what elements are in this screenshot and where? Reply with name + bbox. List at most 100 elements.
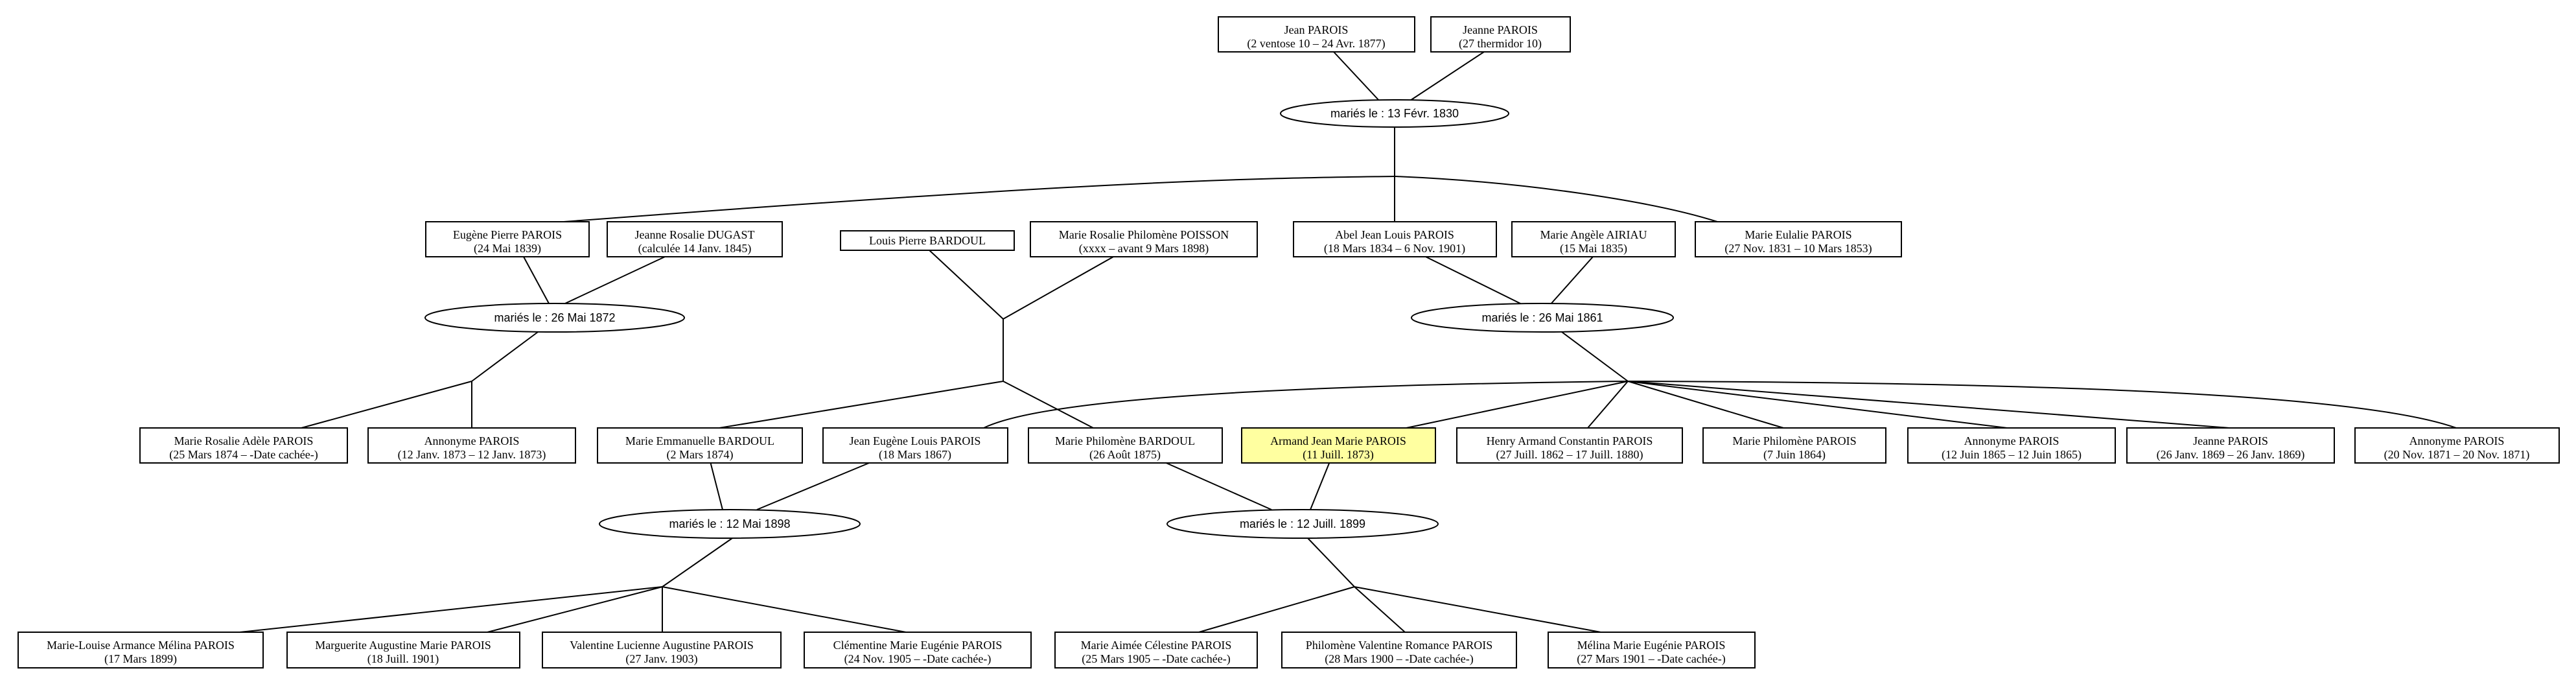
edge — [301, 381, 472, 429]
person-box-jeanne-parois[interactable]: Jeanne PAROIS (27 thermidor 10) — [1430, 16, 1571, 53]
person-box-jeanne-rosalie-dugast[interactable]: Jeanne Rosalie DUGAST (calculée 14 Janv.… — [607, 221, 783, 257]
person-name: Marie Emmanuelle BARDOUL — [625, 434, 774, 447]
edge — [1310, 461, 1330, 510]
marriage-label: mariés le : 12 Mai 1898 — [669, 517, 790, 530]
edge — [563, 176, 1395, 222]
edge — [662, 586, 907, 633]
person-name: Annonyme PAROIS — [2409, 434, 2505, 447]
person-dates: (11 Juill. 1873) — [1303, 448, 1374, 462]
person-dates: (28 Mars 1900 – -Date cachée-) — [1325, 652, 1473, 666]
edge — [1627, 381, 2230, 429]
person-box-henry-armand-constantin-parois[interactable]: Henry Armand Constantin PAROIS (27 Juill… — [1456, 427, 1683, 464]
person-box-marie-rosalie-adele-parois[interactable]: Marie Rosalie Adèle PAROIS (25 Mars 1874… — [139, 427, 348, 464]
person-name: Valentine Lucienne Augustine PAROIS — [570, 639, 754, 652]
person-name: Jeanne PAROIS — [2193, 434, 2268, 447]
person-name: Marie Philomène BARDOUL — [1055, 434, 1195, 447]
edge — [983, 381, 1629, 429]
marriage-node-1830: mariés le : 13 Févr. 1830 — [1280, 99, 1509, 128]
person-dates: (26 Août 1875) — [1089, 448, 1161, 462]
person-box-abel-jean-louis-parois[interactable]: Abel Jean Louis PAROIS (18 Mars 1834 – 6… — [1293, 221, 1497, 257]
edge — [523, 256, 550, 304]
person-box-melina-marie-eugenie-parois[interactable]: Mélina Marie Eugénie PAROIS (27 Mars 190… — [1548, 632, 1756, 668]
edge — [564, 256, 666, 304]
person-name: Armand Jean Marie PAROIS — [1270, 434, 1406, 447]
person-box-louis-pierre-bardoul[interactable]: Louis Pierre BARDOUL — [840, 230, 1015, 251]
person-box-marie-louise-armance-melina-parois[interactable]: Marie-Louise Armance Mélina PAROIS (17 M… — [17, 632, 264, 668]
person-name: Marie Philomène PAROIS — [1732, 434, 1856, 447]
edge — [1333, 51, 1380, 101]
person-box-marie-philomene-parois[interactable]: Marie Philomène PAROIS (7 Juin 1864) — [1702, 427, 1886, 464]
person-box-marie-eulalie-parois[interactable]: Marie Eulalie PAROIS (27 Nov. 1831 – 10 … — [1695, 221, 1902, 257]
edge — [1307, 538, 1355, 587]
person-box-marie-emmanuelle-bardoul[interactable]: Marie Emmanuelle BARDOUL (2 Mars 1874) — [597, 427, 803, 464]
person-name: Philomène Valentine Romance PAROIS — [1306, 639, 1492, 652]
edge — [1354, 586, 1601, 633]
person-dates: (20 Nov. 1871 – 20 Nov. 1871) — [2384, 448, 2530, 462]
person-box-marie-angele-airiau[interactable]: Marie Angèle AIRIAU (15 Mai 1835) — [1511, 221, 1676, 257]
person-box-marie-philomene-bardoul[interactable]: Marie Philomène BARDOUL (26 Août 1875) — [1028, 427, 1223, 464]
person-dates: (25 Mars 1874 – -Date cachée-) — [169, 448, 318, 462]
person-dates: (26 Janv. 1869 – 26 Janv. 1869) — [2157, 448, 2305, 462]
person-name: Jeanne Rosalie DUGAST — [635, 228, 755, 241]
person-name: Marie Rosalie Philomène POISSON — [1059, 228, 1229, 241]
edge — [1003, 256, 1114, 320]
person-dates: (27 Mars 1901 – -Date cachée-) — [1577, 652, 1725, 666]
person-dates: (25 Mars 1905 – -Date cachée-) — [1082, 652, 1230, 666]
edge — [1198, 586, 1355, 633]
tree-edges — [239, 51, 2457, 633]
person-dates: (24 Nov. 1905 – -Date cachée-) — [844, 652, 992, 666]
person-box-marie-aimee-celestine-parois[interactable]: Marie Aimée Célestine PAROIS (25 Mars 19… — [1054, 632, 1258, 668]
edge — [1561, 331, 1629, 382]
person-name: Eugène Pierre PAROIS — [453, 228, 562, 241]
person-name: Jeanne PAROIS — [1463, 23, 1538, 36]
person-dates: (calculée 14 Janv. 1845) — [638, 242, 752, 255]
person-box-armand-jean-marie-parois[interactable]: Armand Jean Marie PAROIS (11 Juill. 1873… — [1241, 427, 1436, 464]
edge — [1406, 381, 1629, 429]
edge — [471, 331, 539, 382]
person-name: Annonyme PAROIS — [1964, 434, 2060, 447]
person-name: Mélina Marie Eugénie PAROIS — [1577, 639, 1726, 652]
person-box-jean-eugene-louis-parois[interactable]: Jean Eugène Louis PAROIS (18 Mars 1867) — [822, 427, 1008, 464]
person-name: Clémentine Marie Eugénie PAROIS — [833, 639, 1003, 652]
person-dates: (12 Juin 1865 – 12 Juin 1865) — [1942, 448, 2082, 462]
edge — [1354, 586, 1406, 633]
person-dates: (24 Mai 1839) — [474, 242, 541, 255]
person-name: Annonyme PAROIS — [424, 434, 520, 447]
person-dates: (18 Mars 1867) — [879, 448, 951, 462]
edge — [756, 461, 873, 510]
person-box-annonyme-parois-1871[interactable]: Annonyme PAROIS (20 Nov. 1871 – 20 Nov. … — [2354, 427, 2560, 464]
person-box-annonyme-parois-1865[interactable]: Annonyme PAROIS (12 Juin 1865 – 12 Juin … — [1907, 427, 2116, 464]
edge — [1549, 256, 1594, 305]
person-name: Marie Aimée Célestine PAROIS — [1081, 639, 1232, 652]
person-name: Abel Jean Louis PAROIS — [1335, 228, 1454, 241]
edge — [1627, 381, 1784, 429]
person-name: Henry Armand Constantin PAROIS — [1487, 434, 1653, 447]
person-dates: (15 Mai 1835) — [1560, 242, 1627, 255]
person-name: Marie Eulalie PAROIS — [1745, 228, 1851, 241]
marriage-label: mariés le : 26 Mai 1861 — [1481, 311, 1603, 324]
person-dates: (27 thermidor 10) — [1459, 37, 1542, 51]
edge — [1410, 51, 1485, 101]
person-dates: (27 Nov. 1831 – 10 Mars 1853) — [1724, 242, 1872, 255]
person-box-annonyme-parois-1873[interactable]: Annonyme PAROIS (12 Janv. 1873 – 12 Janv… — [367, 427, 576, 464]
edge — [1163, 461, 1272, 510]
person-box-valentine-lucienne-augustine-parois[interactable]: Valentine Lucienne Augustine PAROIS (27 … — [542, 632, 782, 668]
person-name: Jean PAROIS — [1284, 23, 1349, 36]
edge — [1003, 381, 1094, 429]
person-dates: (2 ventose 10 – 24 Avr. 1877) — [1247, 37, 1385, 51]
person-name: Marie Rosalie Adèle PAROIS — [174, 434, 314, 447]
person-box-eugene-pierre-parois[interactable]: Eugène Pierre PAROIS (24 Mai 1839) — [425, 221, 590, 257]
marriage-node-1899: mariés le : 12 Juill. 1899 — [1166, 509, 1439, 539]
person-dates: (27 Janv. 1903) — [625, 652, 697, 666]
person-dates: (xxxx – avant 9 Mars 1898) — [1079, 242, 1209, 255]
marriage-node-1861: mariés le : 26 Mai 1861 — [1411, 303, 1674, 333]
person-box-philomene-valentine-romance-parois[interactable]: Philomène Valentine Romance PAROIS (28 M… — [1281, 632, 1517, 668]
person-box-marguerite-augustine-marie-parois[interactable]: Marguerite Augustine Marie PAROIS (18 Ju… — [286, 632, 520, 668]
person-box-clementine-marie-eugenie-parois[interactable]: Clémentine Marie Eugénie PAROIS (24 Nov.… — [804, 632, 1032, 668]
edge — [1425, 256, 1524, 305]
edge — [1627, 381, 2457, 429]
person-box-marie-rosalie-philomene-poisson[interactable]: Marie Rosalie Philomène POISSON (xxxx – … — [1030, 221, 1258, 257]
person-box-jean-parois[interactable]: Jean PAROIS (2 ventose 10 – 24 Avr. 1877… — [1218, 16, 1415, 53]
marriage-label: mariés le : 13 Févr. 1830 — [1330, 107, 1459, 120]
person-box-jeanne-parois-1869[interactable]: Jeanne PAROIS (26 Janv. 1869 – 26 Janv. … — [2126, 427, 2335, 464]
